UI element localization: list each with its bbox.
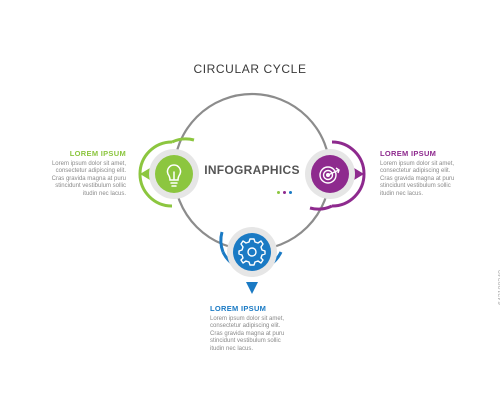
bottom-node — [219, 227, 283, 294]
bottom-node-arc-left — [219, 231, 225, 253]
right-pointer — [354, 168, 364, 180]
center-dots — [277, 181, 295, 199]
left-text-block: LOREM IPSUM Lorem ipsum dolor sit amet, … — [18, 150, 126, 198]
left-node-arc-top — [171, 137, 195, 144]
center-label: INFOGRAPHICS — [204, 163, 300, 177]
right-node-arc-bottom — [309, 204, 333, 211]
bottom-heading: LOREM IPSUM — [210, 304, 267, 313]
page-title: CIRCULAR CYCLE — [193, 62, 307, 76]
right-text-block: LOREM IPSUM Lorem ipsum dolor sit amet, … — [380, 150, 480, 198]
right-node — [305, 140, 366, 211]
bottom-pointer — [246, 282, 258, 294]
bottom-body: Lorem ipsum dolor sit amet, consectetur … — [210, 315, 285, 352]
dot-blue — [289, 191, 292, 194]
gear-icon — [238, 238, 266, 266]
left-heading: LOREM IPSUM — [69, 149, 126, 158]
right-body: Lorem ipsum dolor sit amet, consectetur … — [380, 160, 455, 197]
lightbulb-icon — [166, 164, 182, 187]
right-heading: LOREM IPSUM — [380, 149, 437, 158]
left-body: Lorem ipsum dolor sit amet, consectetur … — [51, 160, 126, 197]
left-node — [138, 137, 199, 208]
left-pointer — [140, 168, 150, 180]
bottom-text-block: LOREM IPSUM Lorem ipsum dolor sit amet, … — [210, 305, 320, 353]
dot-purple — [283, 191, 286, 194]
dot-green — [277, 191, 280, 194]
target-icon — [319, 166, 340, 184]
